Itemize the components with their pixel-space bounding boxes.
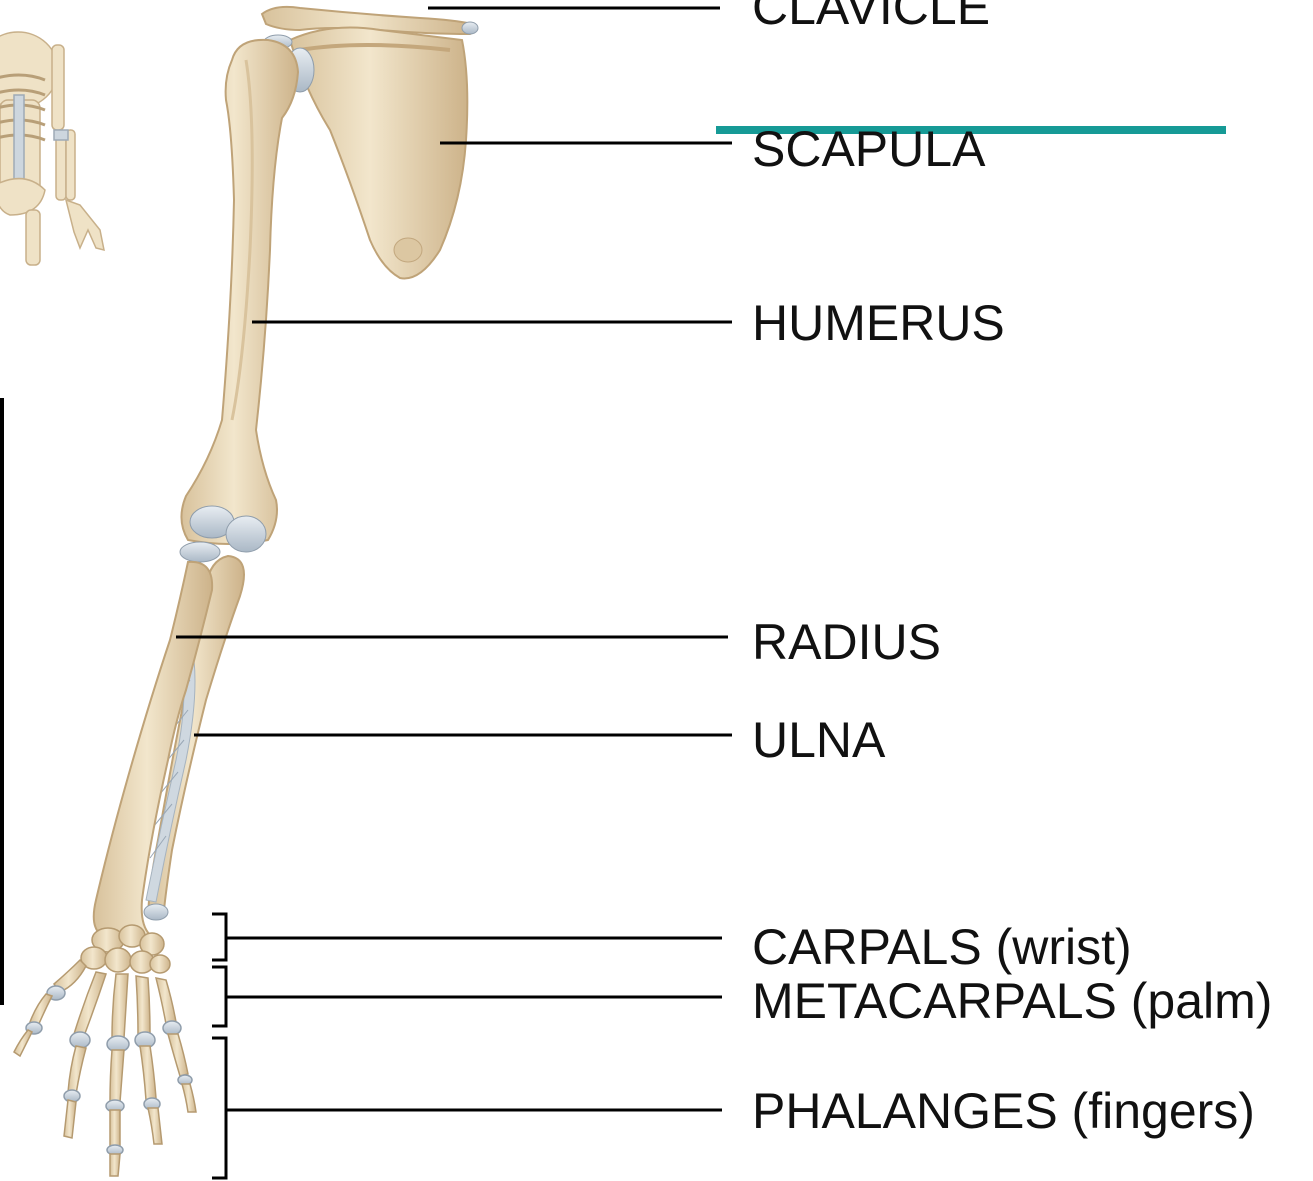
label-carpals: CARPALS (wrist) (752, 922, 1132, 972)
bracket-metacarpals (212, 967, 226, 1026)
bracket-phalanges (212, 1038, 226, 1178)
brackets (212, 914, 226, 1178)
label-ulna: ULNA (752, 715, 885, 765)
bracket-carpals (212, 914, 226, 960)
label-phalanges: PHALANGES (fingers) (752, 1086, 1255, 1136)
hand-digits (14, 960, 196, 1176)
label-scapula: SCAPULA (752, 124, 985, 174)
carpal-bones (81, 925, 170, 973)
label-humerus: HUMERUS (752, 298, 1005, 348)
label-metacarpals: METACARPALS (palm) (752, 976, 1272, 1026)
skeleton-thumbnail (0, 32, 104, 265)
humerus-bone (181, 40, 298, 544)
scapula-bone (290, 28, 467, 279)
label-clavicle: CLAVICLE (752, 0, 990, 32)
label-radius: RADIUS (752, 617, 941, 667)
